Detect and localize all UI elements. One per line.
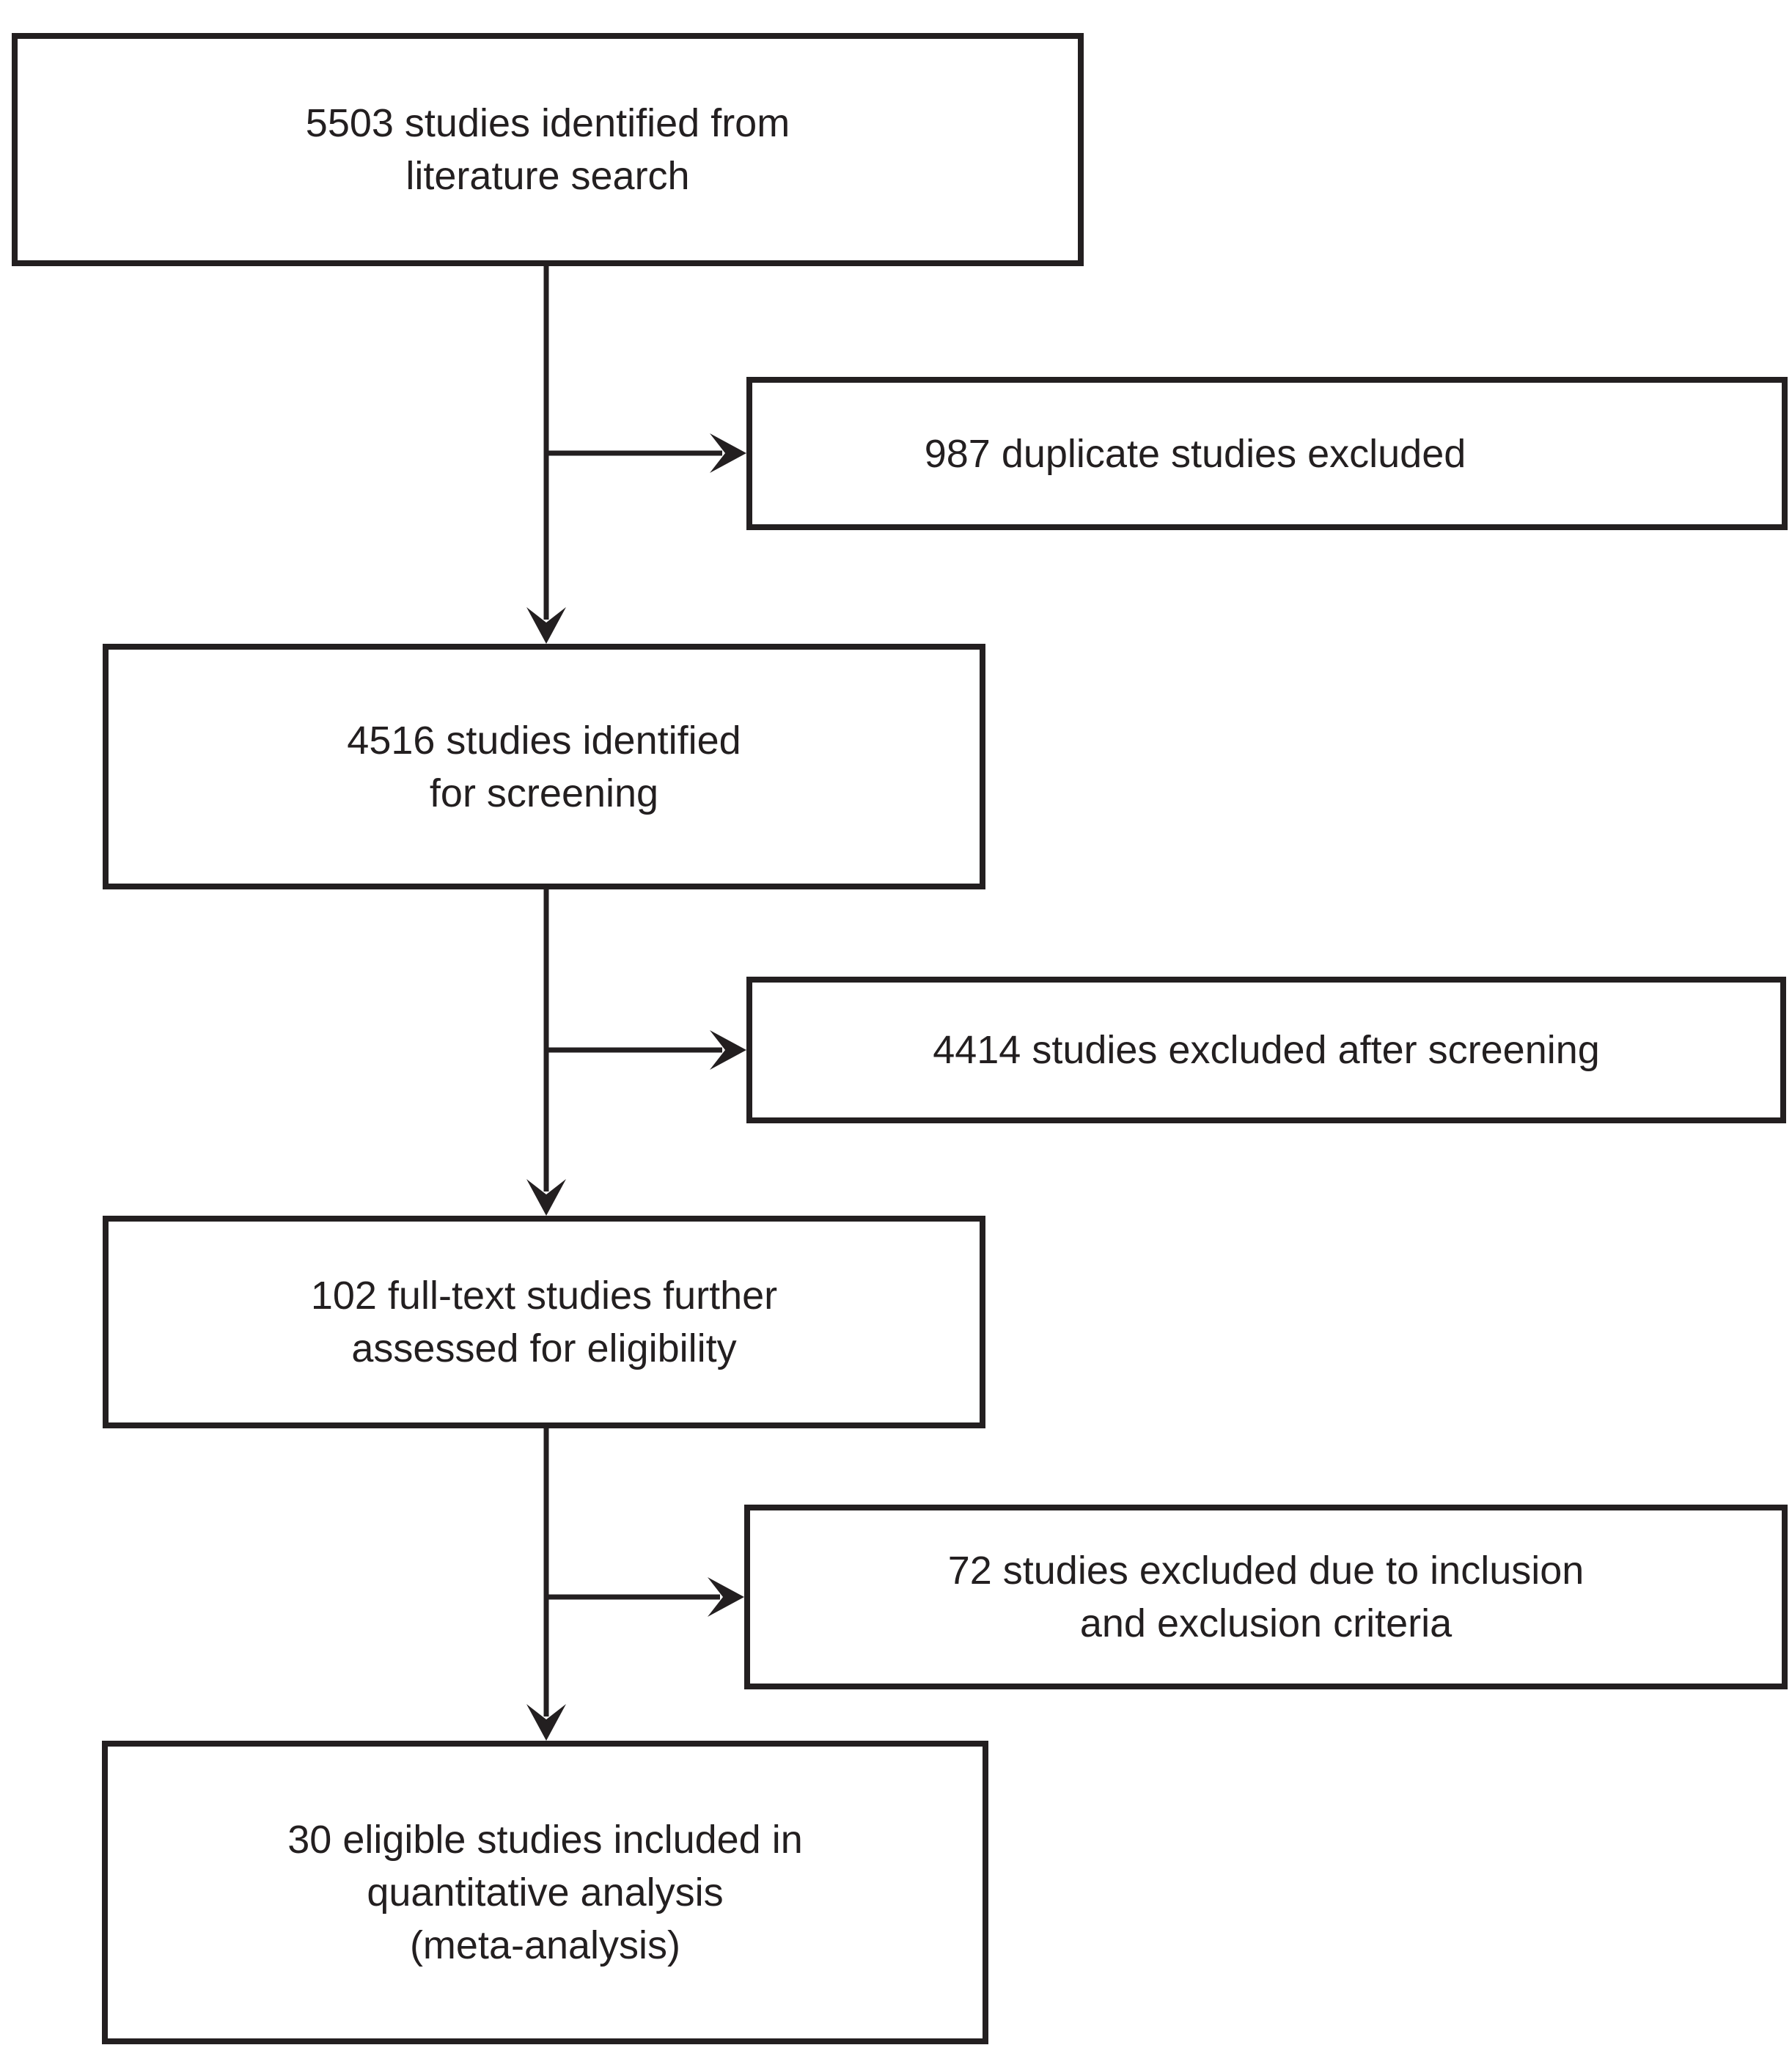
node-eligible-included: 30 eligible studies included in quantita…: [102, 1741, 988, 2044]
node-screening-excluded-label: 4414 studies excluded after screening: [933, 1028, 1600, 1072]
node-duplicates-excluded-label: 987 duplicate studies excluded: [924, 431, 1466, 476]
node-studies-identified: 5503 studies identified from literature …: [12, 33, 1084, 266]
arrowhead-right-icon: [710, 1030, 746, 1070]
node-fulltext-assessed: 102 full-text studies further assessed f…: [103, 1216, 985, 1428]
node-fulltext-assessed-label: 102 full-text studies further assessed f…: [310, 1274, 778, 1370]
node-criteria-excluded-label: 72 studies excluded due to inclusion and…: [947, 1549, 1584, 1645]
arrowhead-down-icon: [526, 1179, 566, 1216]
arrowhead-down-icon: [526, 607, 566, 644]
node-eligible-included-label: 30 eligible studies included in quantita…: [287, 1818, 803, 1967]
node-duplicates-excluded: 987 duplicate studies excluded: [746, 377, 1788, 530]
arrowhead-right-icon: [710, 433, 746, 473]
node-studies-screening-label: 4516 studies identified for screening: [347, 718, 741, 815]
node-studies-screening: 4516 studies identified for screening: [103, 644, 985, 889]
node-screening-excluded: 4414 studies excluded after screening: [746, 977, 1786, 1123]
arrowhead-down-icon: [526, 1704, 566, 1741]
node-studies-identified-label: 5503 studies identified from literature …: [305, 101, 790, 198]
node-criteria-excluded: 72 studies excluded due to inclusion and…: [744, 1505, 1788, 1689]
arrowhead-right-icon: [708, 1577, 744, 1617]
